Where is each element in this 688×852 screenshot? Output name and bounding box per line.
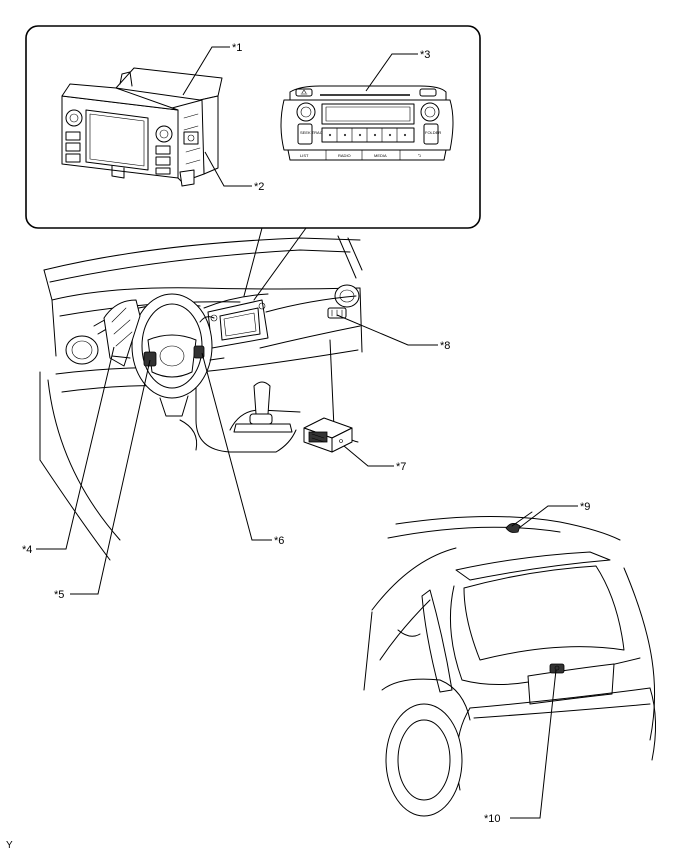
key-radio: RADIO — [338, 153, 351, 158]
leader-2 — [204, 151, 252, 187]
leader-4 — [36, 346, 115, 550]
figure-code: Y — [6, 840, 13, 851]
inset-pointer-left — [243, 227, 263, 297]
callout-8: *8 — [440, 340, 450, 352]
callout-5: *5 — [54, 589, 64, 601]
inset-pointer-right — [253, 227, 307, 301]
callout-3: *3 — [420, 49, 430, 61]
seek-label: SEEK TRACK — [300, 130, 326, 135]
callout-4: *4 — [22, 544, 32, 556]
detail-inset — [25, 25, 481, 301]
callout-10: *10 — [484, 813, 501, 825]
leader-10 — [510, 669, 557, 819]
callout-2: *2 — [254, 181, 264, 193]
leader-9 — [518, 505, 578, 529]
callout-1: *1 — [232, 42, 242, 54]
navigation-receiver-assembly — [61, 67, 223, 187]
dashboard-illustration — [39, 235, 363, 561]
folder-label: FOLDER — [425, 130, 441, 135]
callout-7: *7 — [396, 461, 406, 473]
leader-3 — [365, 53, 418, 92]
leader-8 — [336, 314, 438, 346]
callout-6: *6 — [274, 535, 284, 547]
leader-5 — [70, 359, 151, 595]
inset-frame — [25, 25, 481, 229]
key-back: ⮌ — [418, 153, 421, 158]
callout-9: *9 — [580, 501, 590, 513]
leader-lines — [36, 46, 578, 819]
key-list: LIST — [300, 153, 309, 158]
stereo-component-amplifier — [303, 417, 353, 453]
vehicle-rear-illustration — [363, 511, 657, 817]
key-media: MEDIA — [374, 153, 387, 158]
leader-1 — [182, 46, 230, 96]
leader-7 — [343, 445, 394, 467]
radio-receiver-assembly: SEEK TRACK FOLDER LIST RADIO MEDIA ⮌ — [280, 85, 454, 161]
leader-6 — [201, 352, 272, 541]
